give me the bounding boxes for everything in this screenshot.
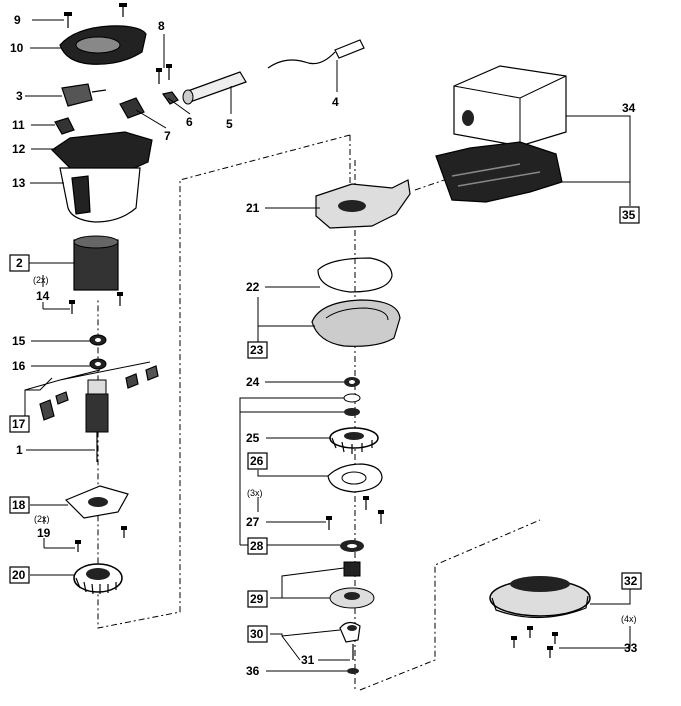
part-labels: 9 10 3 11 12 13 2 (2x) 14 15 16 17 1 18 … <box>10 13 638 678</box>
motor-housing-13 <box>51 131 153 223</box>
label-36: 36 <box>246 664 260 678</box>
top-cover-10 <box>59 25 147 65</box>
plate-26 <box>327 463 383 493</box>
label-26: 26 <box>250 454 264 468</box>
label-4: 4 <box>332 95 339 109</box>
label-12: 12 <box>12 142 26 156</box>
screw-9 <box>64 12 72 28</box>
label-23: 23 <box>250 343 264 357</box>
label-18: 18 <box>12 498 26 512</box>
label-16: 16 <box>12 359 26 373</box>
fan-20 <box>73 563 123 595</box>
label-29: 29 <box>250 592 264 606</box>
bearing-24 <box>344 377 360 387</box>
label-28: 28 <box>250 539 264 553</box>
label-31: 31 <box>301 653 315 667</box>
screws-27 <box>326 496 384 530</box>
qty-33: (4x) <box>621 614 637 624</box>
label-8: 8 <box>158 19 165 33</box>
label-5: 5 <box>226 117 233 131</box>
label-1: 1 <box>16 443 23 457</box>
bearing-15 <box>89 334 107 346</box>
label-20: 20 <box>12 568 26 582</box>
sanding-pad-32 <box>489 576 591 619</box>
qty-19: (2x) <box>34 514 50 524</box>
label-7: 7 <box>164 129 171 143</box>
base-housing-21 <box>315 179 411 229</box>
switch-3 <box>61 83 107 107</box>
clip-11 <box>54 117 75 135</box>
part-6 <box>161 91 179 105</box>
label-24: 24 <box>246 375 260 389</box>
label-15: 15 <box>12 334 26 348</box>
label-6: 6 <box>186 115 193 129</box>
armature-1 <box>85 379 109 462</box>
label-22: 22 <box>246 280 260 294</box>
label-35: 35 <box>622 208 636 222</box>
screws-33 <box>511 626 558 658</box>
screws-8 <box>156 64 172 84</box>
label-9: 9 <box>14 13 21 27</box>
part-30 <box>339 621 361 643</box>
qty-27: (3x) <box>247 488 263 498</box>
label-33: 33 <box>624 641 638 655</box>
bearing-16 <box>89 358 107 370</box>
screws-14 <box>69 292 123 314</box>
label-3: 3 <box>16 89 23 103</box>
label-14: 14 <box>36 289 50 303</box>
stator-2 <box>73 235 119 291</box>
screws-19 <box>75 526 127 552</box>
dust-box-34 <box>453 65 567 147</box>
label-32: 32 <box>624 574 638 588</box>
washers <box>343 393 361 416</box>
label-2: 2 <box>16 256 23 270</box>
gear-25 <box>329 427 379 454</box>
cable-4 <box>267 39 365 69</box>
eccentric-29 <box>329 561 375 609</box>
label-10: 10 <box>10 41 24 55</box>
washer-36 <box>347 668 359 674</box>
label-21: 21 <box>246 201 260 215</box>
label-27: 27 <box>246 515 260 529</box>
handle-tube-5 <box>182 71 247 105</box>
brushes-17 <box>39 365 159 421</box>
filter-bag-35 <box>435 141 563 203</box>
label-17: 17 <box>12 417 26 431</box>
screw-top <box>119 3 127 17</box>
label-19: 19 <box>37 526 51 540</box>
part-7 <box>119 97 145 119</box>
label-30: 30 <box>250 627 264 641</box>
label-11: 11 <box>12 118 25 132</box>
plate-18 <box>64 485 129 519</box>
seal-ring-22 <box>317 257 393 293</box>
label-34: 34 <box>622 101 636 115</box>
leader-lines <box>24 19 631 672</box>
bearing-28 <box>340 540 364 552</box>
label-25: 25 <box>246 431 260 445</box>
qty-14: (2x) <box>33 275 49 285</box>
label-13: 13 <box>12 176 26 190</box>
skirt-23 <box>311 299 401 347</box>
label-boxes <box>9 206 642 643</box>
